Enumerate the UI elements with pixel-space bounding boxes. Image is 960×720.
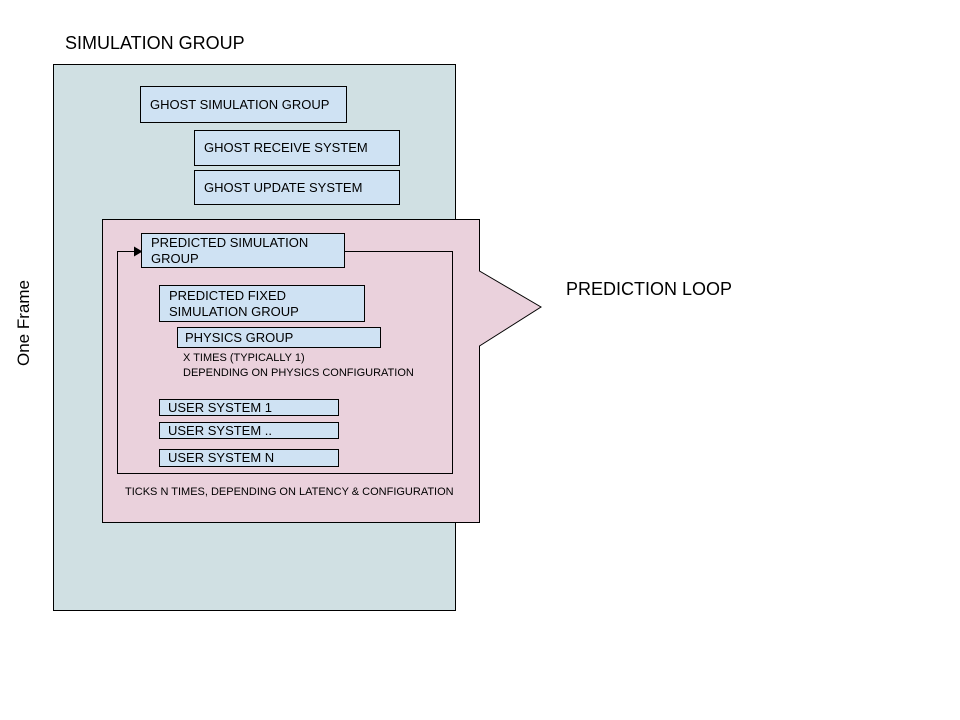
user-system-dots-box: USER SYSTEM .. <box>159 422 339 439</box>
user-system-n-box: USER SYSTEM N <box>159 449 339 467</box>
loop-arrow-head-icon <box>134 246 143 257</box>
physics-group-label: PHYSICS GROUP <box>185 329 294 345</box>
simulation-group-title: SIMULATION GROUP <box>65 33 245 53</box>
ghost-update-system-label: GHOST UPDATE SYSTEM <box>204 179 363 195</box>
physics-group-box: PHYSICS GROUP <box>177 327 381 348</box>
ghost-simulation-group-box: GHOST SIMULATION GROUP <box>140 86 347 123</box>
predicted-simulation-group-box: PREDICTED SIMULATION GROUP <box>141 233 345 268</box>
ghost-receive-system-box: GHOST RECEIVE SYSTEM <box>194 130 400 166</box>
predicted-fixed-group-label-line1: PREDICTED FIXED <box>169 287 287 303</box>
physics-times-note-line1: X TIMES (TYPICALLY 1) <box>183 352 305 364</box>
user-system-1-label: USER SYSTEM 1 <box>168 399 273 415</box>
predicted-simulation-group-label-line2: GROUP <box>151 250 199 266</box>
predicted-fixed-simulation-group-box: PREDICTED FIXED SIMULATION GROUP <box>159 285 365 322</box>
predicted-simulation-group-label-line1: PREDICTED SIMULATION <box>151 234 309 250</box>
user-system-dots-label: USER SYSTEM .. <box>168 422 273 438</box>
ghost-receive-system-label: GHOST RECEIVE SYSTEM <box>204 140 368 155</box>
ghost-simulation-group-label: GHOST SIMULATION GROUP <box>150 96 330 112</box>
predicted-fixed-group-label-line2: SIMULATION GROUP <box>169 303 299 319</box>
user-system-1-box: USER SYSTEM 1 <box>159 399 339 416</box>
ghost-update-system-box: GHOST UPDATE SYSTEM <box>194 170 400 205</box>
prediction-loop-label: PREDICTION LOOP <box>566 279 733 299</box>
user-system-n-label: USER SYSTEM N <box>168 450 275 465</box>
physics-times-note: X TIMES (TYPICALLY 1) DEPENDING ON PHYSI… <box>183 351 414 381</box>
ticks-note: TICKS N TIMES, DEPENDING ON LATENCY & CO… <box>125 486 454 498</box>
physics-times-note-line2: DEPENDING ON PHYSICS CONFIGURATION <box>183 367 414 379</box>
